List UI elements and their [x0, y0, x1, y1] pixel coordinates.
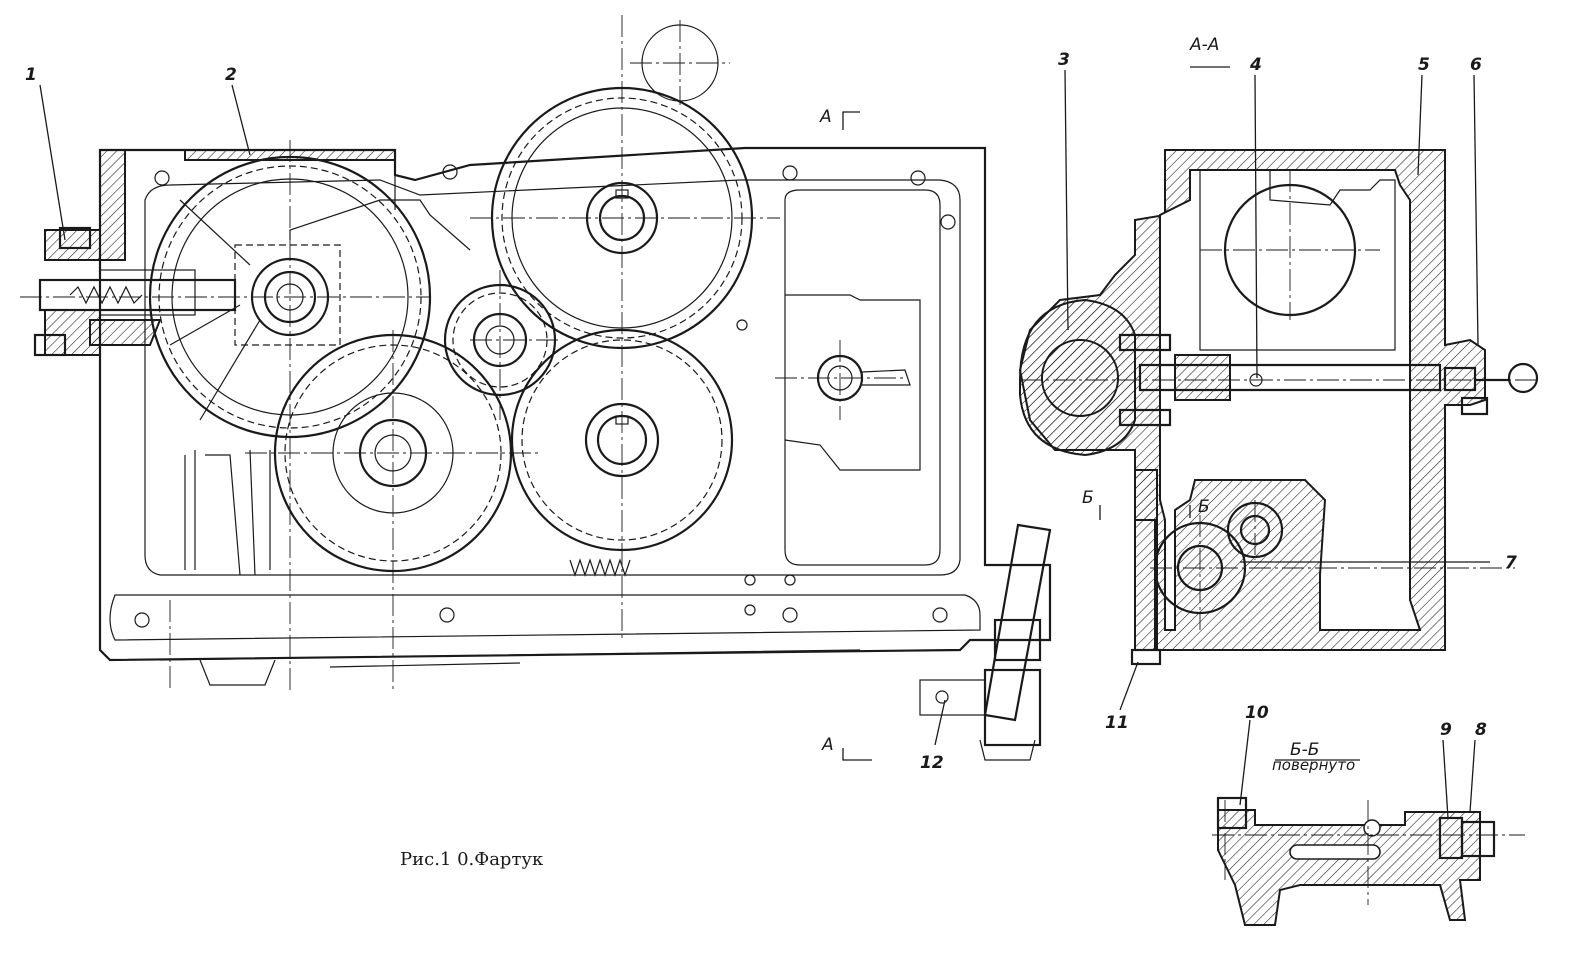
gear-lower-right-pitch [521, 339, 723, 541]
callout-3: 3 [1058, 50, 1070, 70]
main-view [20, 15, 1052, 761]
section-aa-worm [1041, 339, 1119, 417]
housing-bolts [134, 164, 956, 628]
cut-marker-a-bottom: А [821, 735, 834, 755]
gear-2-clutch-arm [169, 199, 261, 421]
lever-assembly-12 [919, 523, 1052, 761]
cut-marker-b-left: Б [1082, 488, 1094, 508]
section-aa-centerlines [1020, 170, 1540, 630]
apron-housing [98, 146, 1052, 662]
right-channel [784, 294, 921, 471]
section-bb-note: повернуто [1272, 756, 1355, 774]
callout-5: 5 [1418, 55, 1430, 75]
section-labels: А-А Б-Б повернуто А А Б Б [819, 35, 1355, 774]
callout-7: 7 [1505, 553, 1517, 573]
callout-labels: 1 2 3 4 5 6 7 8 9 10 11 12 [25, 50, 1517, 773]
section-aa-clutch [1118, 333, 1172, 427]
cut-marker-a-top: А [819, 107, 832, 127]
callout-11: 11 [1105, 713, 1129, 733]
main-centerlines [20, 15, 905, 690]
bottom-rail [159, 649, 861, 668]
right-shaft-lever [861, 369, 911, 386]
section-title-bb: Б-Б [1290, 740, 1319, 760]
callout-2: 2 [225, 65, 237, 85]
section-aa-upper-window [1199, 169, 1396, 351]
callout-1: 1 [25, 65, 37, 85]
bottom-foot [199, 659, 276, 686]
figure-caption: Рис.1 0.Фартук [400, 849, 544, 870]
section-aa-view [1018, 149, 1540, 666]
callout-leaders [39, 66, 1490, 819]
section-aa-shaft-collar [1174, 354, 1231, 401]
section-bb-screw-10 [1216, 796, 1248, 830]
section-bb-pin [1363, 819, 1381, 837]
linkage-rod [289, 175, 471, 251]
section-title-aa: А-А [1189, 35, 1219, 55]
section-bb-slot [1289, 844, 1381, 860]
callout-4: 4 [1249, 55, 1262, 75]
section-aa-shaft [1138, 363, 1442, 392]
gear-2-hub-box [234, 244, 341, 346]
callout-12: 12 [920, 753, 944, 773]
callout-10: 10 [1245, 703, 1269, 723]
callout-6: 6 [1470, 55, 1482, 75]
section-aa-cavity [1159, 169, 1422, 631]
rack-teeth [569, 558, 631, 577]
callout-8: 8 [1475, 720, 1487, 740]
section-bb-centerlines [1212, 800, 1525, 905]
housing-inner-window [144, 179, 961, 576]
section-aa-shaft-11 [1134, 469, 1158, 651]
left-clamp-assembly [33, 226, 237, 357]
cut-marker-b-right: Б [1198, 497, 1210, 517]
section-aa-bolt-11 [1130, 648, 1162, 666]
housing-left-wall-hatch [99, 149, 126, 261]
callout-9: 9 [1440, 720, 1452, 740]
lower-left-stack [184, 449, 271, 576]
section-bb-view [1212, 796, 1525, 926]
housing-lower-flange [109, 594, 981, 641]
right-compartment [784, 189, 941, 566]
section-bb-screw-9 [1438, 816, 1464, 860]
